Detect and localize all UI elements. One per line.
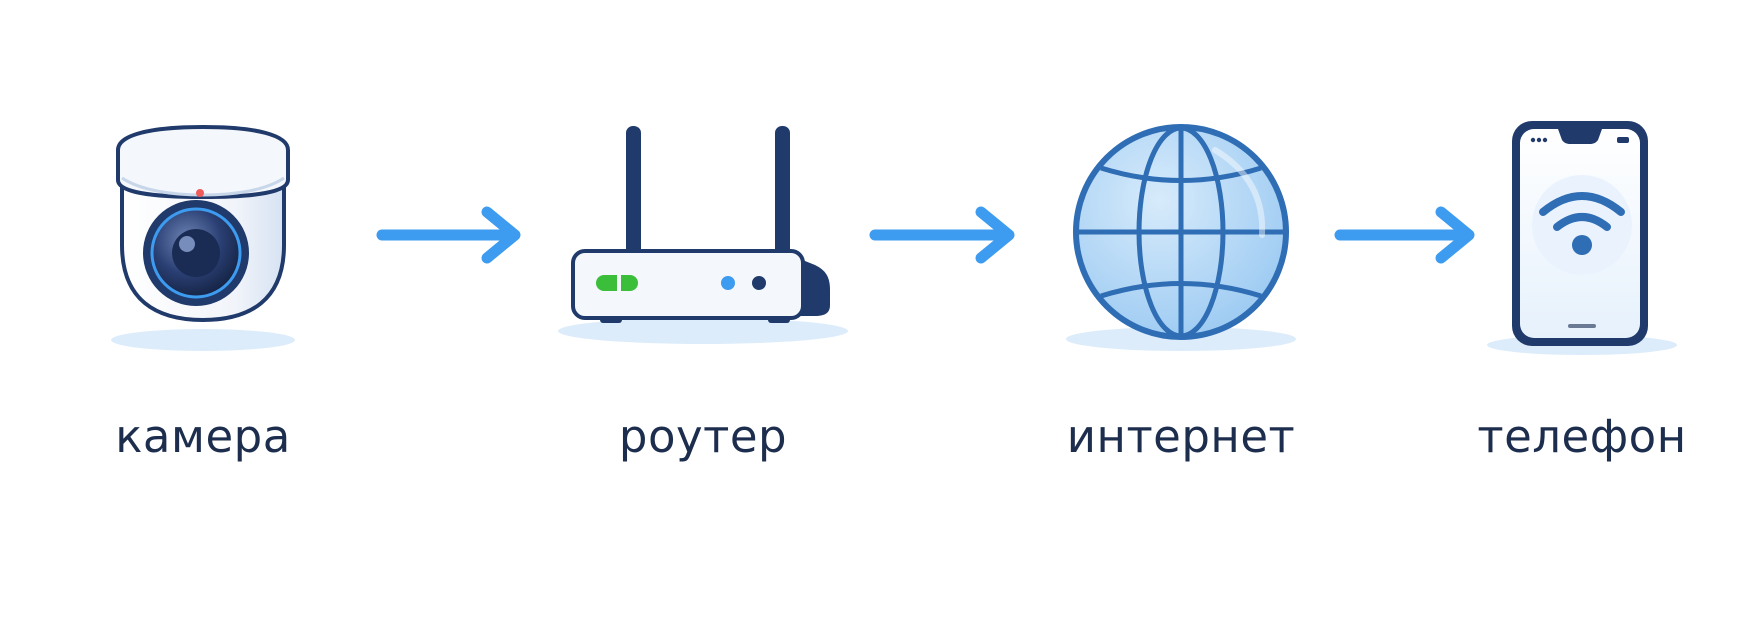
dome-camera-icon bbox=[116, 124, 290, 323]
arrow-internet-to-phone bbox=[1334, 206, 1475, 264]
wifi-router-icon bbox=[571, 126, 830, 323]
arrow-camera-to-router bbox=[376, 206, 521, 264]
camera-shadow bbox=[111, 329, 295, 351]
smartphone-wifi-icon bbox=[1512, 121, 1648, 346]
label-router: роутер bbox=[618, 410, 788, 463]
arrow-router-to-internet bbox=[869, 206, 1015, 264]
wifi-icon bbox=[1539, 192, 1625, 216]
node-camera bbox=[111, 124, 295, 351]
router-shadow bbox=[558, 318, 848, 344]
label-internet: интернет bbox=[1066, 410, 1296, 463]
label-camera: камера bbox=[115, 410, 291, 463]
node-router bbox=[558, 126, 848, 344]
node-phone bbox=[1487, 121, 1677, 355]
node-internet bbox=[1066, 124, 1296, 351]
globe-icon bbox=[1073, 124, 1289, 340]
label-phone: телефон bbox=[1477, 410, 1687, 463]
